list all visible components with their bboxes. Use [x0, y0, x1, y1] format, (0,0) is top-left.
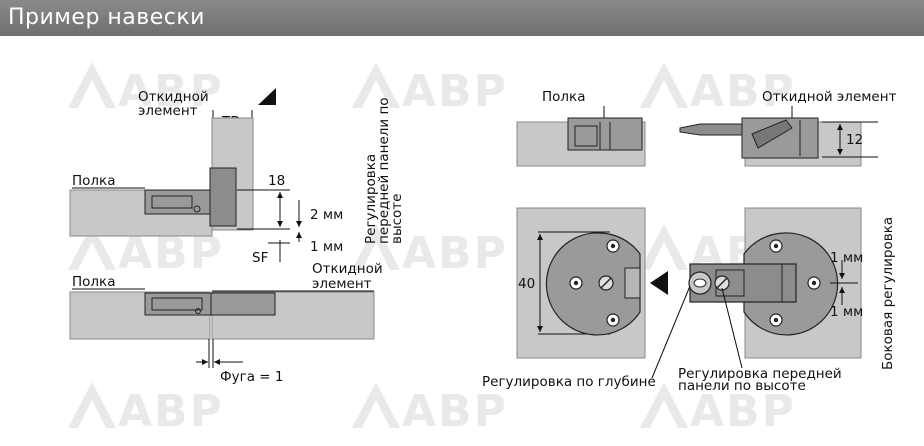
shelf-label-right: Полка — [542, 89, 585, 105]
right-bottom-section: 40 — [482, 207, 896, 394]
dim-1mm-top-label: 1 мм — [830, 250, 863, 266]
dim-40-label: 40 — [518, 276, 535, 292]
watermark-logo: ABP — [352, 224, 508, 279]
dim-18-label: 18 — [268, 173, 285, 189]
front-adjust-label: Регулировка передней — [678, 366, 842, 382]
side-adjust-label: Боковая регулировка — [880, 217, 896, 370]
svg-text:передней панели по: передней панели по — [376, 97, 392, 244]
dim-2mm-label: 2 мм — [310, 207, 343, 223]
dim-1mm-label: 1 мм — [310, 239, 343, 255]
svg-text:ABP: ABP — [690, 66, 796, 117]
watermark-logo: ABP — [68, 62, 224, 117]
overlay-element-label: Откидной — [138, 89, 209, 105]
watermark-logo: ABP — [352, 62, 508, 117]
svg-text:ABP: ABP — [118, 66, 224, 117]
svg-text:ABP: ABP — [402, 386, 508, 437]
hinge-side-view — [144, 167, 237, 227]
hinge-arm-top-view — [688, 232, 839, 336]
direction-arrow-icon — [650, 271, 668, 295]
triangle-marker-icon — [258, 88, 276, 105]
watermark-logo: ABP — [640, 382, 796, 437]
shelf-label-2: Полка — [72, 274, 115, 290]
hinge-mounting-diagram: ABP ABP ABP ABP ABP ABP ABP ABP — [68, 62, 897, 437]
watermark-logo: ABP — [352, 382, 508, 437]
svg-text:ABP: ABP — [402, 228, 508, 279]
hinge-arm-section — [679, 117, 819, 159]
right-top-section: Полка Откидной элемент 12 — [516, 89, 897, 167]
overlay-element-label-right: Откидной элемент — [762, 89, 897, 105]
watermark-logo: ABP — [68, 382, 224, 437]
dim-1mm-bottom-label: 1 мм — [830, 304, 863, 320]
svg-text:ABP: ABP — [690, 386, 796, 437]
watermark-logo: ABP — [640, 62, 796, 117]
vertical-adjust-label: Регулировка передней панели по высоте — [363, 97, 405, 244]
page-title: Пример навески — [0, 0, 924, 36]
front-adjust-label: панели по высоте — [678, 378, 806, 394]
shelf-label: Полка — [72, 173, 115, 189]
overlay-element-label-2: элемент — [312, 276, 372, 292]
gap-label: Фуга = 1 — [220, 369, 283, 385]
svg-text:Боковая регулировка: Боковая регулировка — [880, 217, 896, 370]
dim-12-label: 12 — [846, 132, 863, 148]
svg-text:ABP: ABP — [118, 386, 224, 437]
svg-text:Регулировка: Регулировка — [363, 154, 379, 244]
sf-label: SF — [252, 250, 268, 266]
hinge-cup-top-view — [545, 232, 641, 336]
svg-text:высоте: высоте — [389, 194, 405, 244]
svg-text:ABP: ABP — [402, 66, 508, 117]
overlay-element-label-2: Откидной — [312, 261, 383, 277]
overlay-element-label: элемент — [138, 103, 198, 119]
left-section: Откидной элемент TD Полка 18 2 мм 1 мм — [69, 88, 405, 385]
hinge-cup-section — [567, 117, 643, 151]
hinge-flat-view — [144, 292, 276, 316]
depth-adjust-label: Регулировка по глубине — [482, 374, 656, 390]
